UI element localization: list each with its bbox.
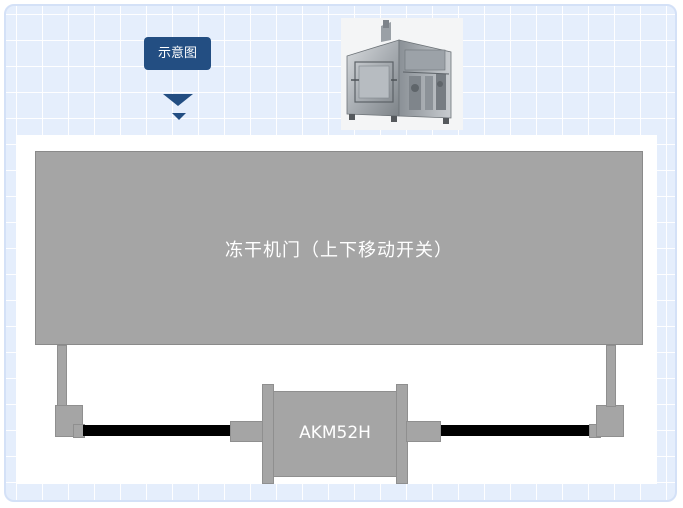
left-coupling (230, 421, 264, 442)
right-cable (441, 425, 591, 436)
triangle-down-icon (163, 94, 193, 106)
freeze-dryer-door: 冻干机门（上下移动开关） (35, 151, 643, 345)
motor-model-label: AKM52H (299, 423, 371, 443)
freeze-dryer-photo (341, 18, 463, 130)
freeze-dryer-illustration (341, 18, 463, 130)
diagram-badge: 示意图 (144, 37, 211, 70)
left-guide-rod (57, 345, 67, 407)
small-triangle-down-icon (172, 113, 186, 120)
right-coupling (406, 421, 441, 442)
servo-motor: AKM52H (262, 384, 408, 484)
motor-body (262, 391, 408, 477)
right-elbow-joint (596, 405, 624, 437)
motor-left-flange (262, 384, 274, 484)
right-guide-rod (606, 345, 616, 407)
left-cable (83, 425, 231, 436)
door-label: 冻干机门（上下移动开关） (225, 240, 453, 261)
